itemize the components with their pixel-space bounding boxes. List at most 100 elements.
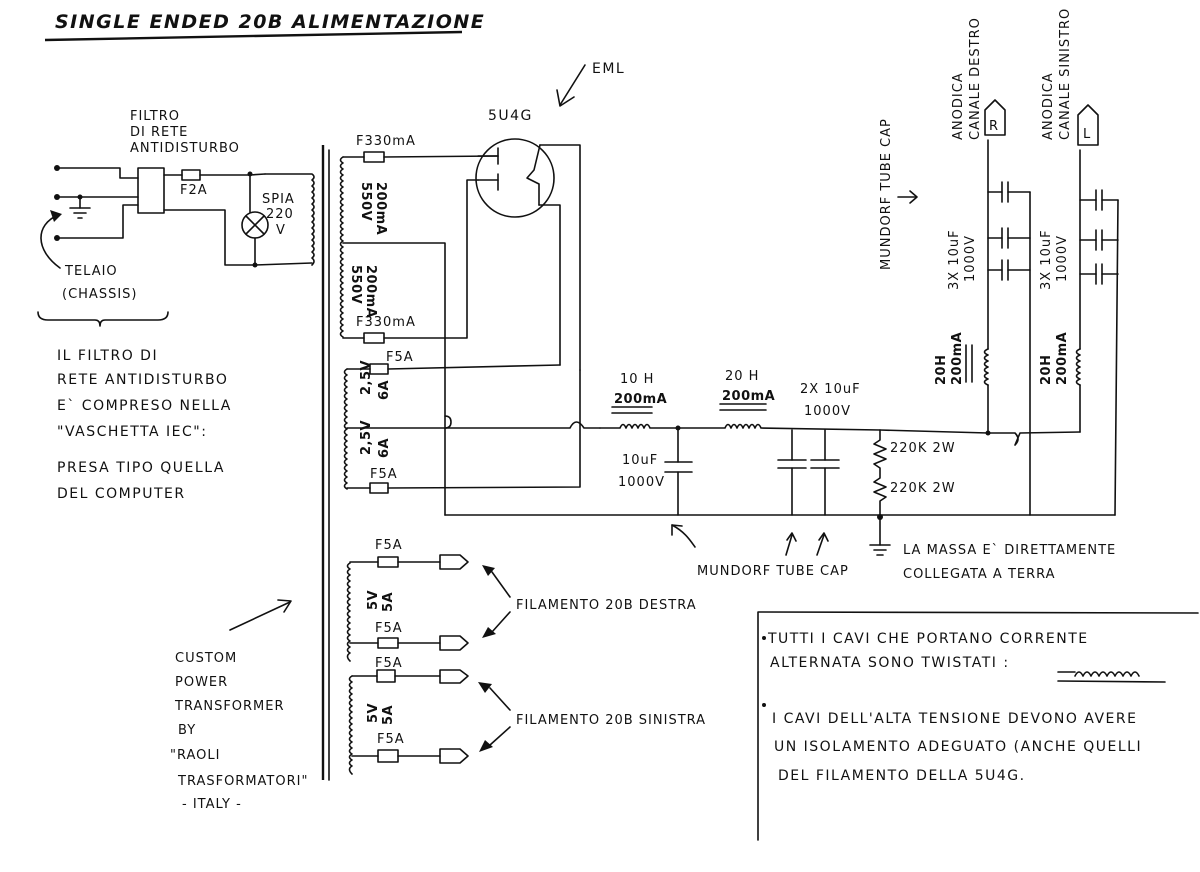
bleeder-resistors: 220K 2W 220K 2W	[873, 429, 956, 520]
page-title: SINGLE ENDED 20B ALIMENTAZIONE	[55, 11, 485, 33]
svg-text:200mA: 200mA	[722, 389, 775, 404]
svg-text:1000V: 1000V	[963, 235, 978, 282]
notes-box: TUTTI I CAVI CHE PORTANO CORRENTE ALTERN…	[757, 611, 1199, 841]
svg-text:DI RETE: DI RETE	[130, 125, 188, 140]
svg-text:10uF: 10uF	[622, 453, 658, 468]
mundorf-bottom-note: MUNDORF TUBE CAP	[671, 524, 849, 579]
eml-arrow: EML	[556, 61, 625, 107]
filament-right-label: FILAMENTO 20B DESTRA	[482, 565, 697, 638]
svg-text:PRESA TIPO QUELLA: PRESA TIPO QUELLA	[57, 460, 225, 476]
svg-text:MUNDORF TUBE CAP: MUNDORF TUBE CAP	[879, 118, 894, 270]
svg-text:3X 10uF: 3X 10uF	[1039, 229, 1054, 290]
svg-text:2,5V: 2,5V	[359, 420, 374, 455]
transformer-maker-note: CUSTOM POWER TRANSFORMER BY "RAOLI TRASF…	[170, 599, 307, 812]
svg-text:R: R	[989, 119, 999, 134]
svg-text:1000V: 1000V	[1055, 235, 1070, 282]
svg-text:550V: 550V	[358, 182, 373, 221]
tube-type-label: 5U4G	[488, 108, 533, 124]
svg-text:MUNDORF TUBE CAP: MUNDORF TUBE CAP	[697, 564, 849, 579]
svg-text:IL FILTRO DI: IL FILTRO DI	[57, 348, 158, 364]
twisted-wire-icon	[1057, 671, 1166, 683]
svg-text:F5A: F5A	[370, 467, 398, 482]
svg-text:3X 10uF: 3X 10uF	[947, 229, 962, 290]
tube-brand-label: EML	[592, 61, 625, 77]
svg-text:DEL COMPUTER: DEL COMPUTER	[57, 486, 186, 502]
primary-winding	[264, 173, 315, 266]
choke-20h: 20 H 200mA	[677, 369, 881, 431]
cap-10uf: 10uF 1000V	[618, 425, 693, 516]
note-1-line-2: ALTERNATA SONO TWISTATI :	[770, 655, 1010, 671]
svg-text:2X 10uF: 2X 10uF	[800, 382, 861, 397]
svg-text:TRANSFORMER: TRANSFORMER	[174, 699, 285, 714]
mundorf-top-note: MUNDORF TUBE CAP	[879, 118, 918, 270]
svg-text:200mA: 200mA	[614, 392, 667, 407]
choke-10h: 10 H 200mA	[599, 372, 679, 429]
chassis-label: TELAIO (CHASSIS)	[37, 264, 169, 327]
ground-note: LA MASSA E` DIRETTAMENTE COLLEGATA A TER…	[903, 543, 1116, 582]
svg-text:F5A: F5A	[386, 350, 414, 365]
svg-text:6A: 6A	[377, 380, 392, 400]
left-anode-connector: L	[1077, 104, 1099, 146]
svg-text:1000V: 1000V	[804, 404, 851, 419]
svg-text:20H: 20H	[1039, 355, 1054, 385]
svg-text:TELAIO: TELAIO	[64, 264, 118, 279]
left-channel-branch: 20H 200mA 3X 10uF 1000V L ANODICA CANALE…	[987, 8, 1119, 516]
note-2-line-2: UN ISOLAMENTO ADEGUATO (ANCHE QUELLI	[774, 739, 1142, 755]
svg-text:6A: 6A	[377, 438, 392, 458]
svg-text:F5A: F5A	[377, 732, 405, 747]
rectifier-tube-5u4g: 5U4G	[475, 108, 581, 371]
note-2-line-3: DEL FILAMENTO DELLA 5U4G.	[778, 768, 1026, 784]
svg-text:220K 2W: 220K 2W	[890, 441, 956, 456]
svg-text:5V: 5V	[366, 703, 381, 723]
svg-text:ANODICA: ANODICA	[1041, 72, 1056, 140]
svg-text:L: L	[1083, 127, 1091, 142]
svg-text:V: V	[276, 223, 286, 238]
note-1-line-1: TUTTI I CAVI CHE PORTANO CORRENTE	[767, 631, 1089, 647]
svg-text:550V: 550V	[348, 265, 363, 304]
svg-text:(CHASSIS): (CHASSIS)	[62, 287, 137, 302]
svg-text:"VASCHETTA IEC":: "VASCHETTA IEC":	[57, 424, 207, 440]
svg-text:F330mA: F330mA	[356, 134, 416, 149]
svg-text:ANODICA: ANODICA	[951, 72, 966, 140]
hv-secondary: 550V 200mA 550V 200mA F330mA F330mA	[339, 134, 499, 344]
svg-text:- ITALY -: - ITALY -	[182, 797, 242, 812]
right-cap-bank	[987, 181, 1031, 516]
svg-text:200mA: 200mA	[1055, 332, 1070, 385]
svg-text:200mA: 200mA	[950, 332, 965, 385]
svg-text:F2A: F2A	[180, 183, 208, 198]
mains-filter-note: IL FILTRO DI RETE ANTIDISTURBO E` COMPRE…	[57, 348, 232, 502]
svg-text:20H: 20H	[934, 355, 949, 385]
filter-block	[137, 167, 165, 214]
svg-text:FILAMENTO 20B DESTRA: FILAMENTO 20B DESTRA	[516, 598, 697, 613]
svg-text:10 H: 10 H	[620, 372, 654, 387]
filament-right-winding: 5V 5A F5A F5A	[346, 538, 469, 662]
svg-text:LA MASSA E` DIRETTAMENTE: LA MASSA E` DIRETTAMENTE	[903, 543, 1116, 558]
filament-left-winding: 5V 5A F5A F5A	[348, 656, 469, 775]
svg-text:200mA: 200mA	[373, 182, 388, 235]
svg-text:F330mA: F330mA	[356, 315, 416, 330]
svg-text:CANALE SINISTRO: CANALE SINISTRO	[1058, 8, 1073, 140]
svg-text:E` COMPRESO NELLA: E` COMPRESO NELLA	[57, 398, 232, 414]
cap-2x10uf: 2X 10uF 1000V	[777, 382, 861, 516]
note-2-line-1: I CAVI DELL'ALTA TENSIONE DEVONO AVERE	[772, 711, 1137, 727]
svg-text:COLLEGATA A TERRA: COLLEGATA A TERRA	[903, 567, 1056, 582]
svg-text:1000V: 1000V	[618, 475, 665, 490]
svg-text:POWER: POWER	[175, 675, 228, 690]
svg-text:RETE ANTIDISTURBO: RETE ANTIDISTURBO	[57, 372, 228, 388]
svg-text:CANALE DESTRO: CANALE DESTRO	[968, 17, 983, 140]
svg-text:ANTIDISTURBO: ANTIDISTURBO	[130, 141, 240, 156]
pilot-lamp-icon: SPIA 220 V	[163, 171, 313, 268]
svg-text:5A: 5A	[381, 592, 396, 612]
left-cap-bank	[1079, 189, 1119, 516]
svg-text:F5A: F5A	[375, 538, 403, 553]
svg-text:BY: BY	[178, 723, 196, 738]
svg-text:F5A: F5A	[375, 656, 403, 671]
transformer-core	[321, 145, 330, 781]
svg-text:CUSTOM: CUSTOM	[175, 651, 237, 666]
svg-text:5A: 5A	[381, 705, 396, 725]
svg-text:SPIA: SPIA	[262, 192, 295, 207]
svg-text:20 H: 20 H	[725, 369, 759, 384]
svg-text:200mA: 200mA	[363, 265, 378, 318]
right-anode-connector: R	[984, 99, 1006, 136]
